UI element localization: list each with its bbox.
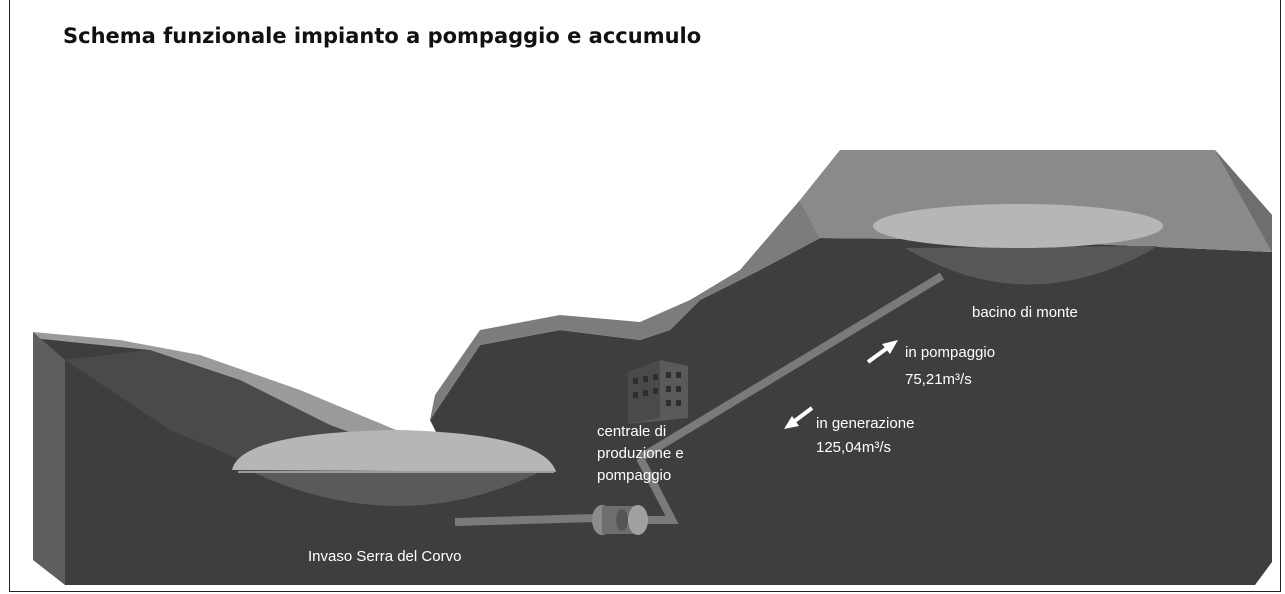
pumping-label-line2: 75,21m³/s — [905, 371, 972, 388]
upper-plateau-right-side — [1215, 150, 1272, 252]
lower-reservoir-label: Invaso Serra del Corvo — [308, 548, 461, 565]
pumping-label-line1: in pompaggio — [905, 344, 995, 361]
upper-reservoir-water — [873, 204, 1163, 248]
pumping-arrow — [866, 340, 898, 364]
generation-label-line1: in generazione — [816, 415, 914, 432]
upper-reservoir-basin — [905, 246, 1158, 285]
lower-tunnel — [454, 514, 596, 526]
diagram-title: Schema funzionale impianto a pompaggio e… — [63, 24, 702, 48]
lower-reservoir-basin — [252, 472, 540, 506]
terrain-left-side — [33, 332, 65, 585]
power-station-building — [628, 360, 688, 424]
plant-label-line3: pompaggio — [597, 467, 671, 484]
penstock — [637, 272, 945, 462]
generation-arrow — [784, 406, 814, 429]
upper-reservoir-label: bacino di monte — [972, 304, 1078, 321]
generation-label-line2: 125,04m³/s — [816, 439, 891, 456]
pump-turbine-unit — [592, 505, 648, 535]
plant-label-line2: produzione e — [597, 445, 684, 462]
lower-reservoir-water — [232, 430, 556, 472]
plant-label-line1: centrale di — [597, 423, 666, 440]
